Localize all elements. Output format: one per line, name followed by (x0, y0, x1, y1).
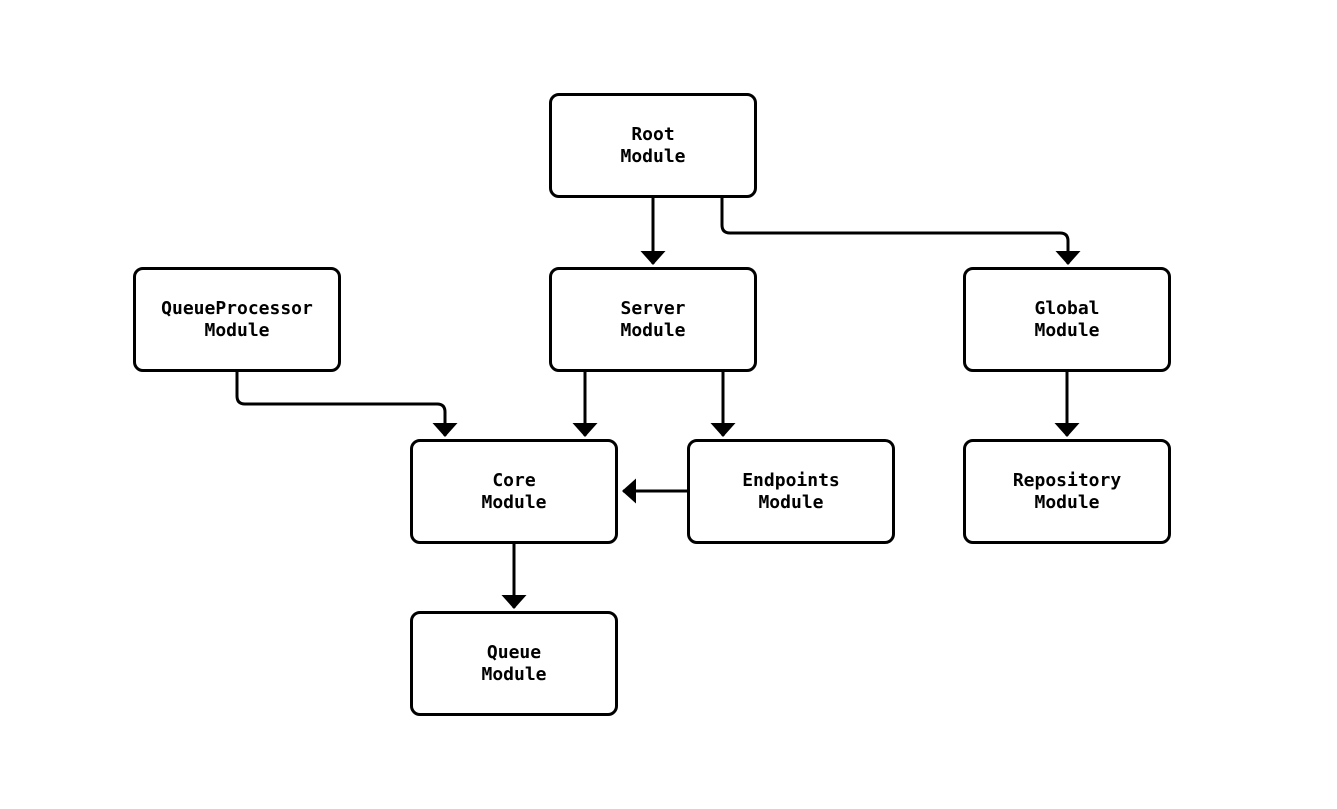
node-queue-module: Queue Module (410, 611, 618, 716)
node-server-module: Server Module (549, 267, 757, 372)
edge-queueprocessor-to-core (235, 372, 458, 437)
node-endpoints-module: Endpoints Module (687, 439, 895, 544)
node-queueprocessor-module: QueueProcessor Module (133, 267, 341, 372)
node-core-module: Core Module (410, 439, 618, 544)
node-root-module: Root Module (549, 93, 757, 198)
edge-root-to-global (720, 198, 1081, 265)
node-global-module: Global Module (963, 267, 1171, 372)
node-repository-module: Repository Module (963, 439, 1171, 544)
